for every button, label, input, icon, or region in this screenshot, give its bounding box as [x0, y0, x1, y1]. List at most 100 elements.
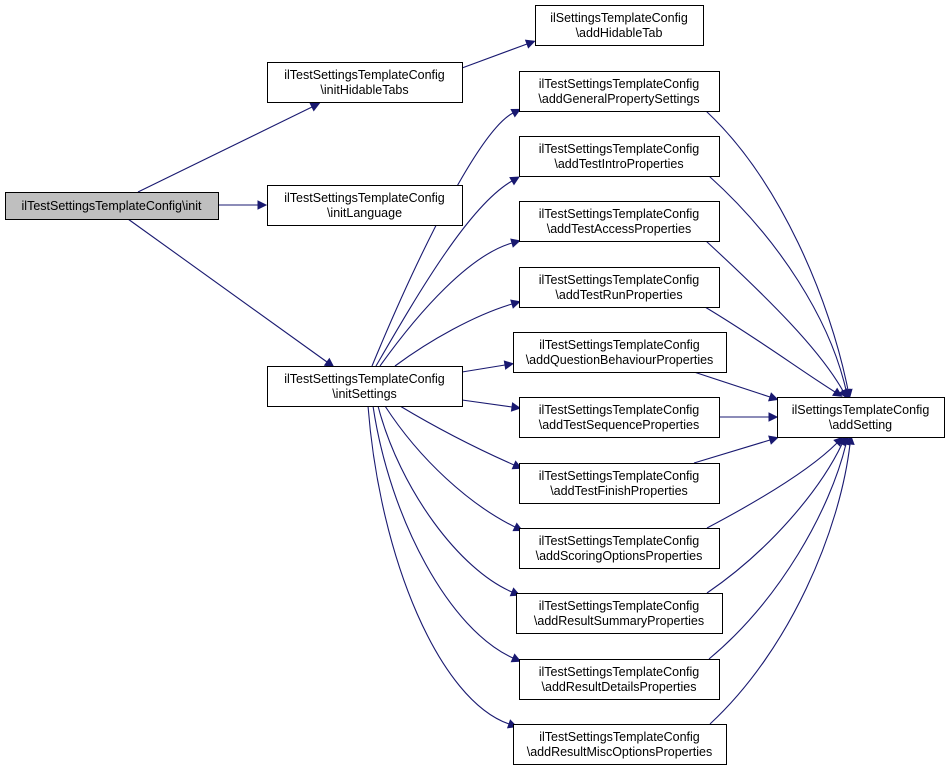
node-label-line: \addResultMiscOptionsProperties	[527, 745, 713, 759]
edge-line	[375, 180, 513, 367]
arrowhead	[257, 200, 268, 210]
arrowhead	[503, 360, 514, 370]
node-addSetting[interactable]: ilSettingsTemplateConfig\addSetting	[777, 397, 945, 438]
node-box[interactable]	[267, 62, 463, 103]
node-box[interactable]	[519, 267, 720, 308]
node-label-line: \addTestRunProperties	[555, 288, 682, 302]
edge-line	[384, 405, 516, 528]
node-box[interactable]	[513, 332, 727, 373]
arrowhead	[509, 176, 520, 186]
arrowhead	[510, 653, 522, 663]
edge-addScoringOptionsProperties-to-addSetting	[706, 436, 844, 529]
arrowhead	[524, 39, 536, 49]
node-label-line: ilTestSettingsTemplateConfig	[539, 142, 700, 156]
node-addTestSequenceProperties[interactable]: ilTestSettingsTemplateConfig\addTestSequ…	[519, 397, 720, 438]
edge-initSettings-to-addTestRunProperties	[394, 299, 521, 367]
arrowhead	[323, 357, 335, 368]
node-box[interactable]	[519, 463, 720, 504]
node-label-line: ilTestSettingsTemplateConfig	[539, 273, 700, 287]
node-label-line: ilTestSettingsTemplateConfig\init	[22, 199, 202, 213]
node-label-line: ilTestSettingsTemplateConfig	[539, 599, 700, 613]
node-box[interactable]	[516, 593, 723, 634]
edge-line	[704, 306, 836, 393]
node-box[interactable]	[535, 5, 704, 46]
edge-init-to-initHidableTabs	[137, 102, 321, 193]
node-addResultMiscOptionsProperties[interactable]: ilTestSettingsTemplateConfig\addResultMi…	[513, 724, 727, 765]
edge-addResultDetailsProperties-to-addSetting	[708, 435, 851, 660]
edge-line	[371, 112, 514, 367]
node-label-line: \addHidableTab	[576, 26, 663, 40]
edge-line	[137, 106, 313, 193]
edge-line	[461, 399, 513, 408]
edge-line	[379, 242, 513, 367]
node-init[interactable]: ilTestSettingsTemplateConfig\init	[5, 192, 219, 220]
node-addScoringOptionsProperties[interactable]: ilTestSettingsTemplateConfig\addScoringO…	[519, 528, 720, 569]
node-box[interactable]	[519, 528, 720, 569]
arrowhead	[768, 412, 779, 422]
node-addTestRunProperties[interactable]: ilTestSettingsTemplateConfig\addTestRunP…	[519, 267, 720, 308]
edge-initSettings-to-addTestSequenceProperties	[461, 399, 522, 412]
edge-initSettings-to-addTestIntroProperties	[375, 176, 520, 367]
edge-line	[372, 405, 514, 659]
edge-initHidableTabs-to-addHidableTab	[461, 39, 536, 69]
node-label-line: \addSetting	[829, 418, 892, 432]
node-addHidableTab[interactable]: ilSettingsTemplateConfig\addHidableTab	[535, 5, 704, 46]
node-label-line: \addScoringOptionsProperties	[536, 549, 703, 563]
node-box[interactable]	[519, 136, 720, 177]
arrowhead	[838, 388, 848, 399]
arrowhead	[768, 392, 779, 402]
edge-initSettings-to-addQuestionBehaviourProperties	[461, 360, 514, 373]
node-label-line: \addResultDetailsProperties	[542, 680, 697, 694]
node-label-line: ilTestSettingsTemplateConfig	[539, 338, 700, 352]
node-addTestIntroProperties[interactable]: ilTestSettingsTemplateConfig\addTestIntr…	[519, 136, 720, 177]
node-box[interactable]	[519, 71, 720, 112]
node-initSettings[interactable]: ilTestSettingsTemplateConfig\initSetting…	[267, 366, 463, 407]
node-box[interactable]	[519, 659, 720, 700]
node-label-line: ilSettingsTemplateConfig	[550, 11, 688, 25]
node-label-line: \addGeneralPropertySettings	[538, 92, 699, 106]
arrowhead	[510, 238, 521, 248]
node-label-line: ilTestSettingsTemplateConfig	[284, 191, 445, 205]
edge-init-to-initSettings	[127, 218, 335, 368]
node-label-line: ilTestSettingsTemplateConfig	[539, 403, 700, 417]
node-box[interactable]	[267, 366, 463, 407]
node-box[interactable]	[777, 397, 945, 438]
arrowhead	[768, 435, 779, 445]
edge-line	[708, 175, 847, 391]
arrowhead	[845, 434, 855, 446]
edge-addQuestionBehaviourProperties-to-addSetting	[693, 371, 779, 402]
node-label-line: ilSettingsTemplateConfig	[792, 403, 930, 417]
node-addResultDetailsProperties[interactable]: ilTestSettingsTemplateConfig\addResultDe…	[519, 659, 720, 700]
node-initLanguage[interactable]: ilTestSettingsTemplateConfig\initLanguag…	[267, 185, 463, 226]
edge-initSettings-to-addResultMiscOptionsProperties	[367, 405, 518, 729]
edge-addTestRunProperties-to-addSetting	[704, 306, 843, 397]
node-addQuestionBehaviourProperties[interactable]: ilTestSettingsTemplateConfig\addQuestion…	[513, 332, 727, 373]
edge-addTestAccessProperties-to-addSetting	[705, 240, 848, 399]
node-label-line: \addTestIntroProperties	[554, 157, 683, 171]
node-box[interactable]	[513, 724, 727, 765]
node-initHidableTabs[interactable]: ilTestSettingsTemplateConfig\initHidable…	[267, 62, 463, 103]
edge-initSettings-to-addScoringOptionsProperties	[384, 405, 524, 532]
node-addResultSummaryProperties[interactable]: ilTestSettingsTemplateConfig\addResultSu…	[516, 593, 723, 634]
edge-line	[708, 443, 847, 660]
nodes-layer: ilTestSettingsTemplateConfig\init ilTestS…	[5, 5, 945, 765]
node-label-line: \addQuestionBehaviourProperties	[526, 353, 714, 367]
edge-initSettings-to-addTestFinishProperties	[399, 405, 523, 470]
node-box[interactable]	[267, 185, 463, 226]
node-label-line: \addTestAccessProperties	[547, 222, 692, 236]
node-label-line: \addTestSequenceProperties	[539, 418, 700, 432]
node-label-line: ilTestSettingsTemplateConfig	[284, 372, 445, 386]
arrowhead	[309, 102, 321, 112]
arrowhead	[832, 387, 843, 397]
node-addGeneralPropertySettings[interactable]: ilTestSettingsTemplateConfig\addGeneralP…	[519, 71, 720, 112]
node-box[interactable]	[5, 192, 219, 220]
node-addTestAccessProperties[interactable]: ilTestSettingsTemplateConfig\addTestAcce…	[519, 201, 720, 242]
edge-line	[706, 442, 838, 529]
node-box[interactable]	[519, 201, 720, 242]
node-addTestFinishProperties[interactable]: ilTestSettingsTemplateConfig\addTestFini…	[519, 463, 720, 504]
edge-line	[709, 443, 851, 725]
edge-line	[394, 303, 513, 367]
node-label-line: ilTestSettingsTemplateConfig	[539, 77, 700, 91]
node-box[interactable]	[519, 397, 720, 438]
